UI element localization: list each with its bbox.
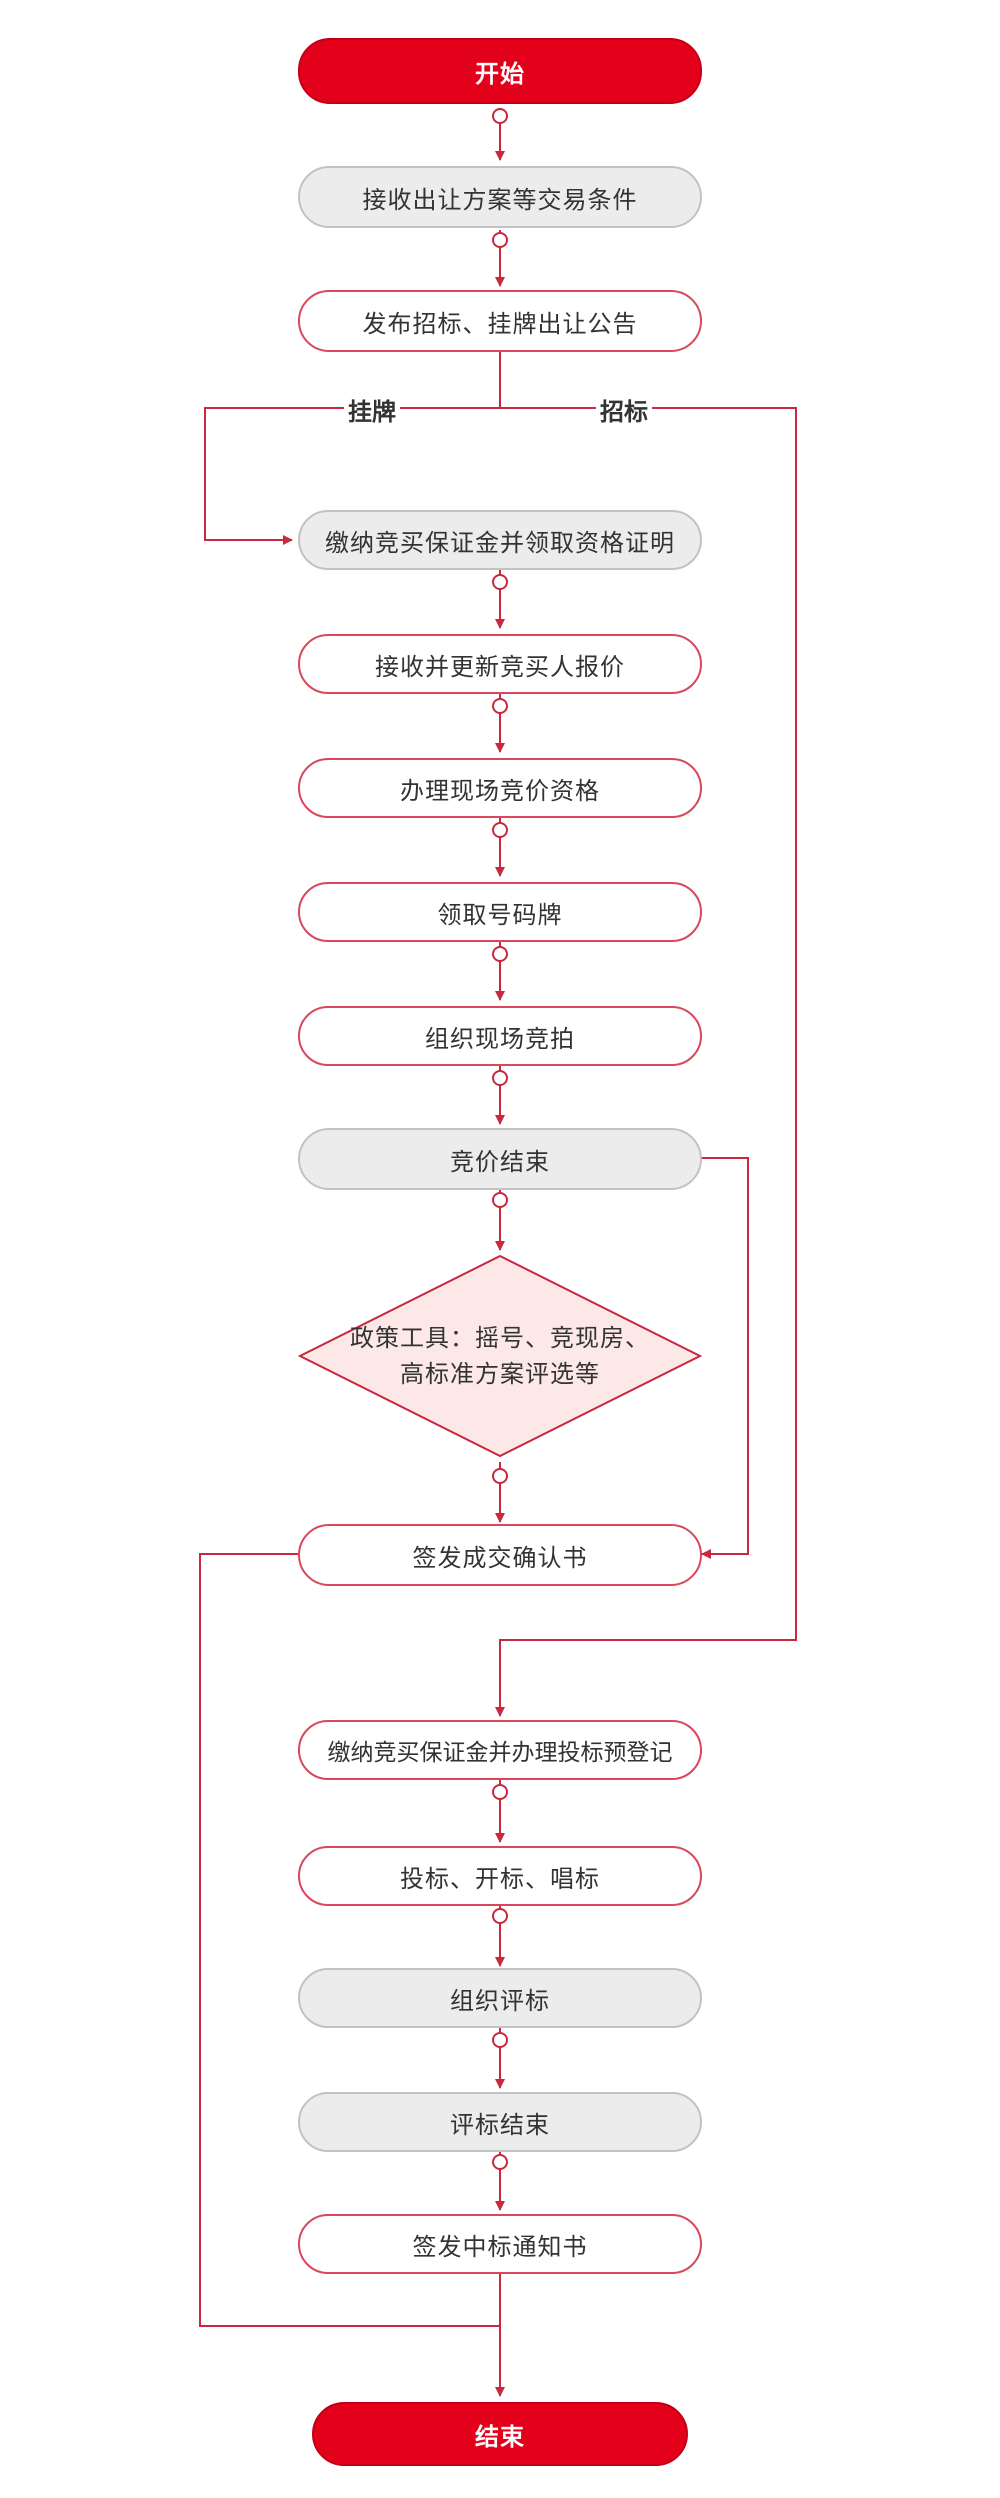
branch-label-listing: 挂牌 xyxy=(344,392,400,427)
publish-notice-node: 发布招标、挂牌出让公告 xyxy=(298,290,702,352)
pay-deposit-qualify-node: 缴纳竞买保证金并领取资格证明 xyxy=(298,510,702,570)
receive-plan-node: 接收出让方案等交易条件 xyxy=(298,166,702,228)
bid-open-sing-node: 投标、开标、唱标 xyxy=(298,1846,702,1906)
end-node: 结束 xyxy=(312,2402,688,2466)
bidding-end-node: 竞价结束 xyxy=(298,1128,702,1190)
policy-tools-line-1: 政策工具：摇号、竞现房、 xyxy=(350,1324,650,1352)
branch-label-tender: 招标 xyxy=(596,392,652,427)
policy-tools-line-2: 高标准方案评选等 xyxy=(400,1360,600,1388)
onsite-qualification-node: 办理现场竞价资格 xyxy=(298,758,702,818)
issue-confirmation-node: 签发成交确认书 xyxy=(298,1524,702,1586)
issue-award-notice-node: 签发中标通知书 xyxy=(298,2214,702,2274)
receive-update-quote-node: 接收并更新竞买人报价 xyxy=(298,634,702,694)
number-plate-node: 领取号码牌 xyxy=(298,882,702,942)
decision-diamond-shape xyxy=(297,1254,703,1458)
organize-evaluation-node: 组织评标 xyxy=(298,1968,702,2028)
evaluation-end-node: 评标结束 xyxy=(298,2092,702,2152)
start-node: 开始 xyxy=(298,38,702,104)
organize-auction-node: 组织现场竞拍 xyxy=(298,1006,702,1066)
pay-deposit-register-node: 缴纳竞买保证金并办理投标预登记 xyxy=(298,1720,702,1780)
policy-tools-text: 政策工具：摇号、竞现房、 高标准方案评选等 xyxy=(300,1320,700,1392)
